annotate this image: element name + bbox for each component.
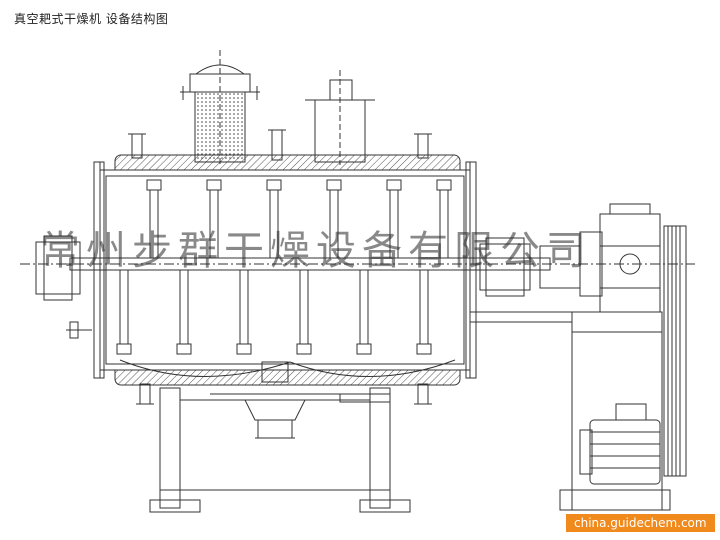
v-belt-sheave — [663, 225, 687, 477]
gear-reducer — [579, 203, 661, 313]
drive-motor — [579, 403, 661, 485]
source-badge[interactable]: china.guidechem.com — [566, 514, 715, 532]
vapor-outlet-dome — [268, 70, 375, 165]
diagram-title: 真空耙式干燥机 设备结构图 — [14, 12, 169, 26]
agitator-shaft — [20, 235, 695, 301]
discharge-valve — [66, 321, 391, 439]
company-watermark: 常州步群干燥设备有限公司 — [40, 228, 592, 274]
rake-blades — [116, 179, 452, 355]
dust-filter-housing — [180, 50, 260, 165]
